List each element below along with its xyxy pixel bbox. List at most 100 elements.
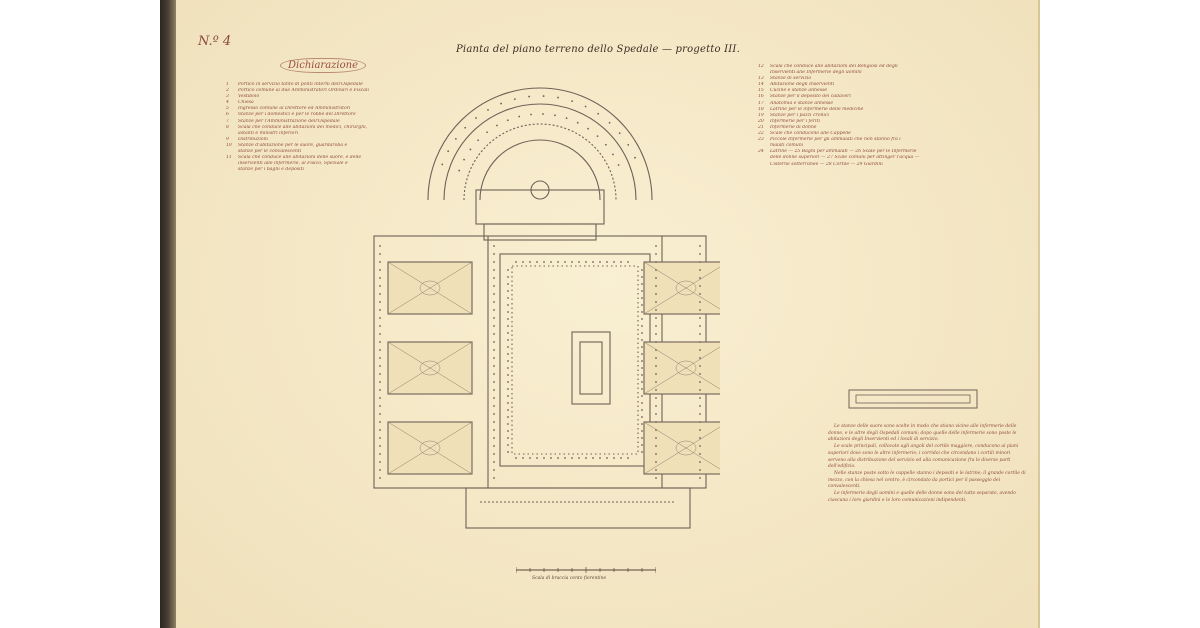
legend-text: Scala che conduce alle abitazioni dei Re… [770,64,898,69]
column-dot [699,293,701,295]
column-dot [655,301,657,303]
legend-text: Latrine per le infermerie delle medicine [770,106,864,112]
column-dot [655,381,657,383]
column-dot [507,269,509,271]
column-dot [699,469,701,471]
small-section-drawing [848,389,978,409]
column-dot [529,261,531,263]
column-dot [463,158,465,161]
column-dot [506,119,509,122]
right-garden-1-paths [643,261,720,315]
column-dot [617,164,620,166]
legend-item: Cisterne sotterranee — 28 Cortile — 29 G… [758,162,1008,168]
column-dot [596,135,599,137]
note-paragraph: Le scale principali, collocate agli ango… [828,444,1019,470]
apse-inner-ring [443,103,637,201]
column-dot [655,357,657,359]
book-binding [160,0,178,628]
column-dot [571,100,574,102]
column-dot [379,397,381,399]
column-dot [641,311,643,313]
column-dots [379,95,701,479]
right-garden-2-fountain [675,360,697,376]
column-dot [493,389,495,391]
column-dot [699,245,701,247]
column-dot [493,277,495,279]
legend-number: 20 [758,118,764,124]
column-dot [655,365,657,367]
note-paragraph: Nelle stanze poste sotto le cappelle sta… [828,470,1026,490]
column-dot [493,405,495,407]
column-dot [528,95,531,98]
legend-text: Chiesa [238,100,254,106]
column-dot [507,346,509,348]
column-dot [641,444,643,446]
column-dot [699,413,701,415]
column-dot [493,381,495,383]
legend-item: stanze per le convalescenti [226,149,436,155]
column-dot [486,131,488,134]
legend-text: Stanze d'abitazione per le suore, guarda… [238,142,348,148]
note-paragraph: Le infermerie degli uomini e quelle dell… [828,491,1016,503]
column-dot [454,137,457,140]
column-dot [379,253,381,255]
legend-text: Scala che conduce alle abitazioni dei me… [238,124,368,130]
column-dot [655,437,657,439]
column-dot [606,457,608,459]
column-dot [655,309,657,311]
column-dot [604,143,607,146]
column-dot [493,445,495,447]
column-dot [536,457,538,459]
column-dot [655,477,657,479]
column-dot [699,357,701,359]
column-dot [641,374,643,376]
column-dot [613,261,615,263]
column-dot [513,98,516,100]
ground-floor-plan [373,87,720,529]
column-dot [507,423,509,425]
column-dot [507,353,509,355]
column-dot [507,416,509,418]
column-dot [507,451,509,453]
column-dot [641,304,643,306]
apse-outer-wall [427,87,653,201]
column-dot [379,445,381,447]
column-dot [379,277,381,279]
column-dot [379,333,381,335]
column-dot [699,461,701,463]
column-dot [641,437,643,439]
column-dot [699,317,701,319]
legend-item: astanti e ministri inferiori [226,131,436,137]
column-dot [507,367,509,369]
column-dot [507,339,509,341]
explanatory-notes: Le stanze delle suore sono scelte in mod… [828,424,1028,504]
legend-number: 22 [758,131,764,137]
legend-number: 15 [758,88,764,94]
column-dot [641,325,643,327]
legend-number: 14 [758,82,764,88]
column-dot [655,333,657,335]
column-dot [571,261,573,263]
column-dot [634,156,636,159]
column-dot [379,381,381,383]
legend-number: 16 [758,94,764,100]
column-dot [655,469,657,471]
column-dot [493,317,495,319]
legend-text: Scala che conduce alle abitazioni delle … [238,155,362,161]
column-dot [564,457,566,459]
column-dot [542,113,544,115]
column-dot [379,469,381,471]
column-dot [493,245,495,247]
column-dot [379,365,381,367]
column-dot [493,477,495,479]
column-dot [655,349,657,351]
column-dot [496,124,498,127]
legend-heading: Dichiarazione [280,58,367,73]
legend-text: inservienti alle infermerie, al Fisico, … [238,161,348,167]
column-dot [627,457,629,459]
